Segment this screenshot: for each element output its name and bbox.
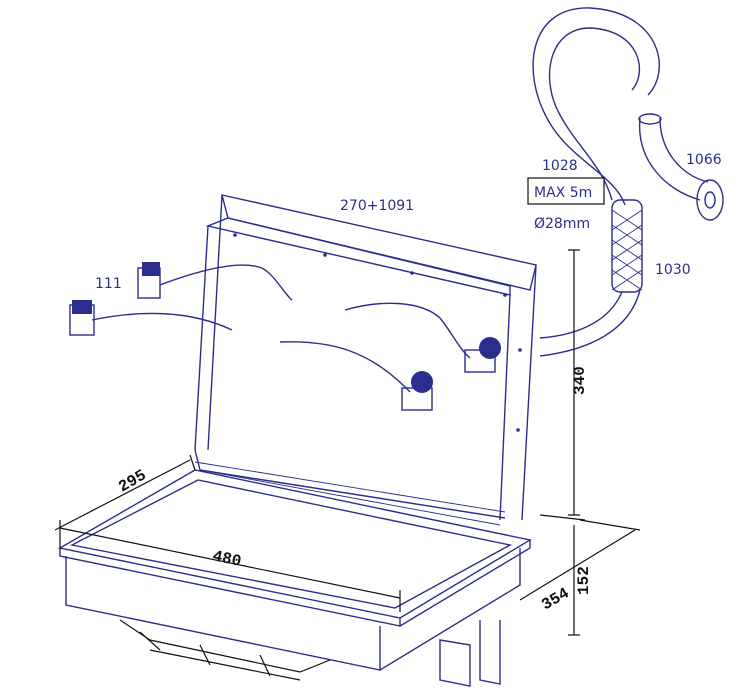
cable-knob-left-bottom [69, 300, 95, 336]
underside-mechanism [119, 619, 501, 687]
depth-dimension: 295 [116, 466, 150, 496]
max-length-box [527, 177, 605, 205]
side-depth-dimension: 354 [539, 584, 573, 614]
cable-part-label: 111 [95, 276, 122, 292]
exhaust-hose [532, 7, 660, 357]
flange-elbow [638, 113, 724, 221]
sleeve-part-label: 1030 [655, 262, 691, 278]
diameter-label: Ø28mm [534, 216, 590, 232]
worktop-base [58, 461, 532, 671]
max-length-label: MAX 5m [534, 185, 592, 201]
flange-part-label: 1066 [686, 152, 722, 168]
width-dimension: 480 [211, 547, 243, 571]
hose-sleeve [611, 199, 643, 293]
top-width-label: 270+1091 [340, 198, 414, 214]
dimension-lines [54, 249, 641, 636]
control-cables [91, 264, 471, 393]
hose-part-label: 1028 [542, 158, 578, 174]
base-height-dimension: 152 [575, 566, 593, 595]
cable-knob-left-top [137, 262, 161, 299]
hood-height-dimension: 340 [571, 366, 589, 395]
cable-knob-right [464, 337, 501, 373]
cable-knob-center [401, 371, 433, 411]
